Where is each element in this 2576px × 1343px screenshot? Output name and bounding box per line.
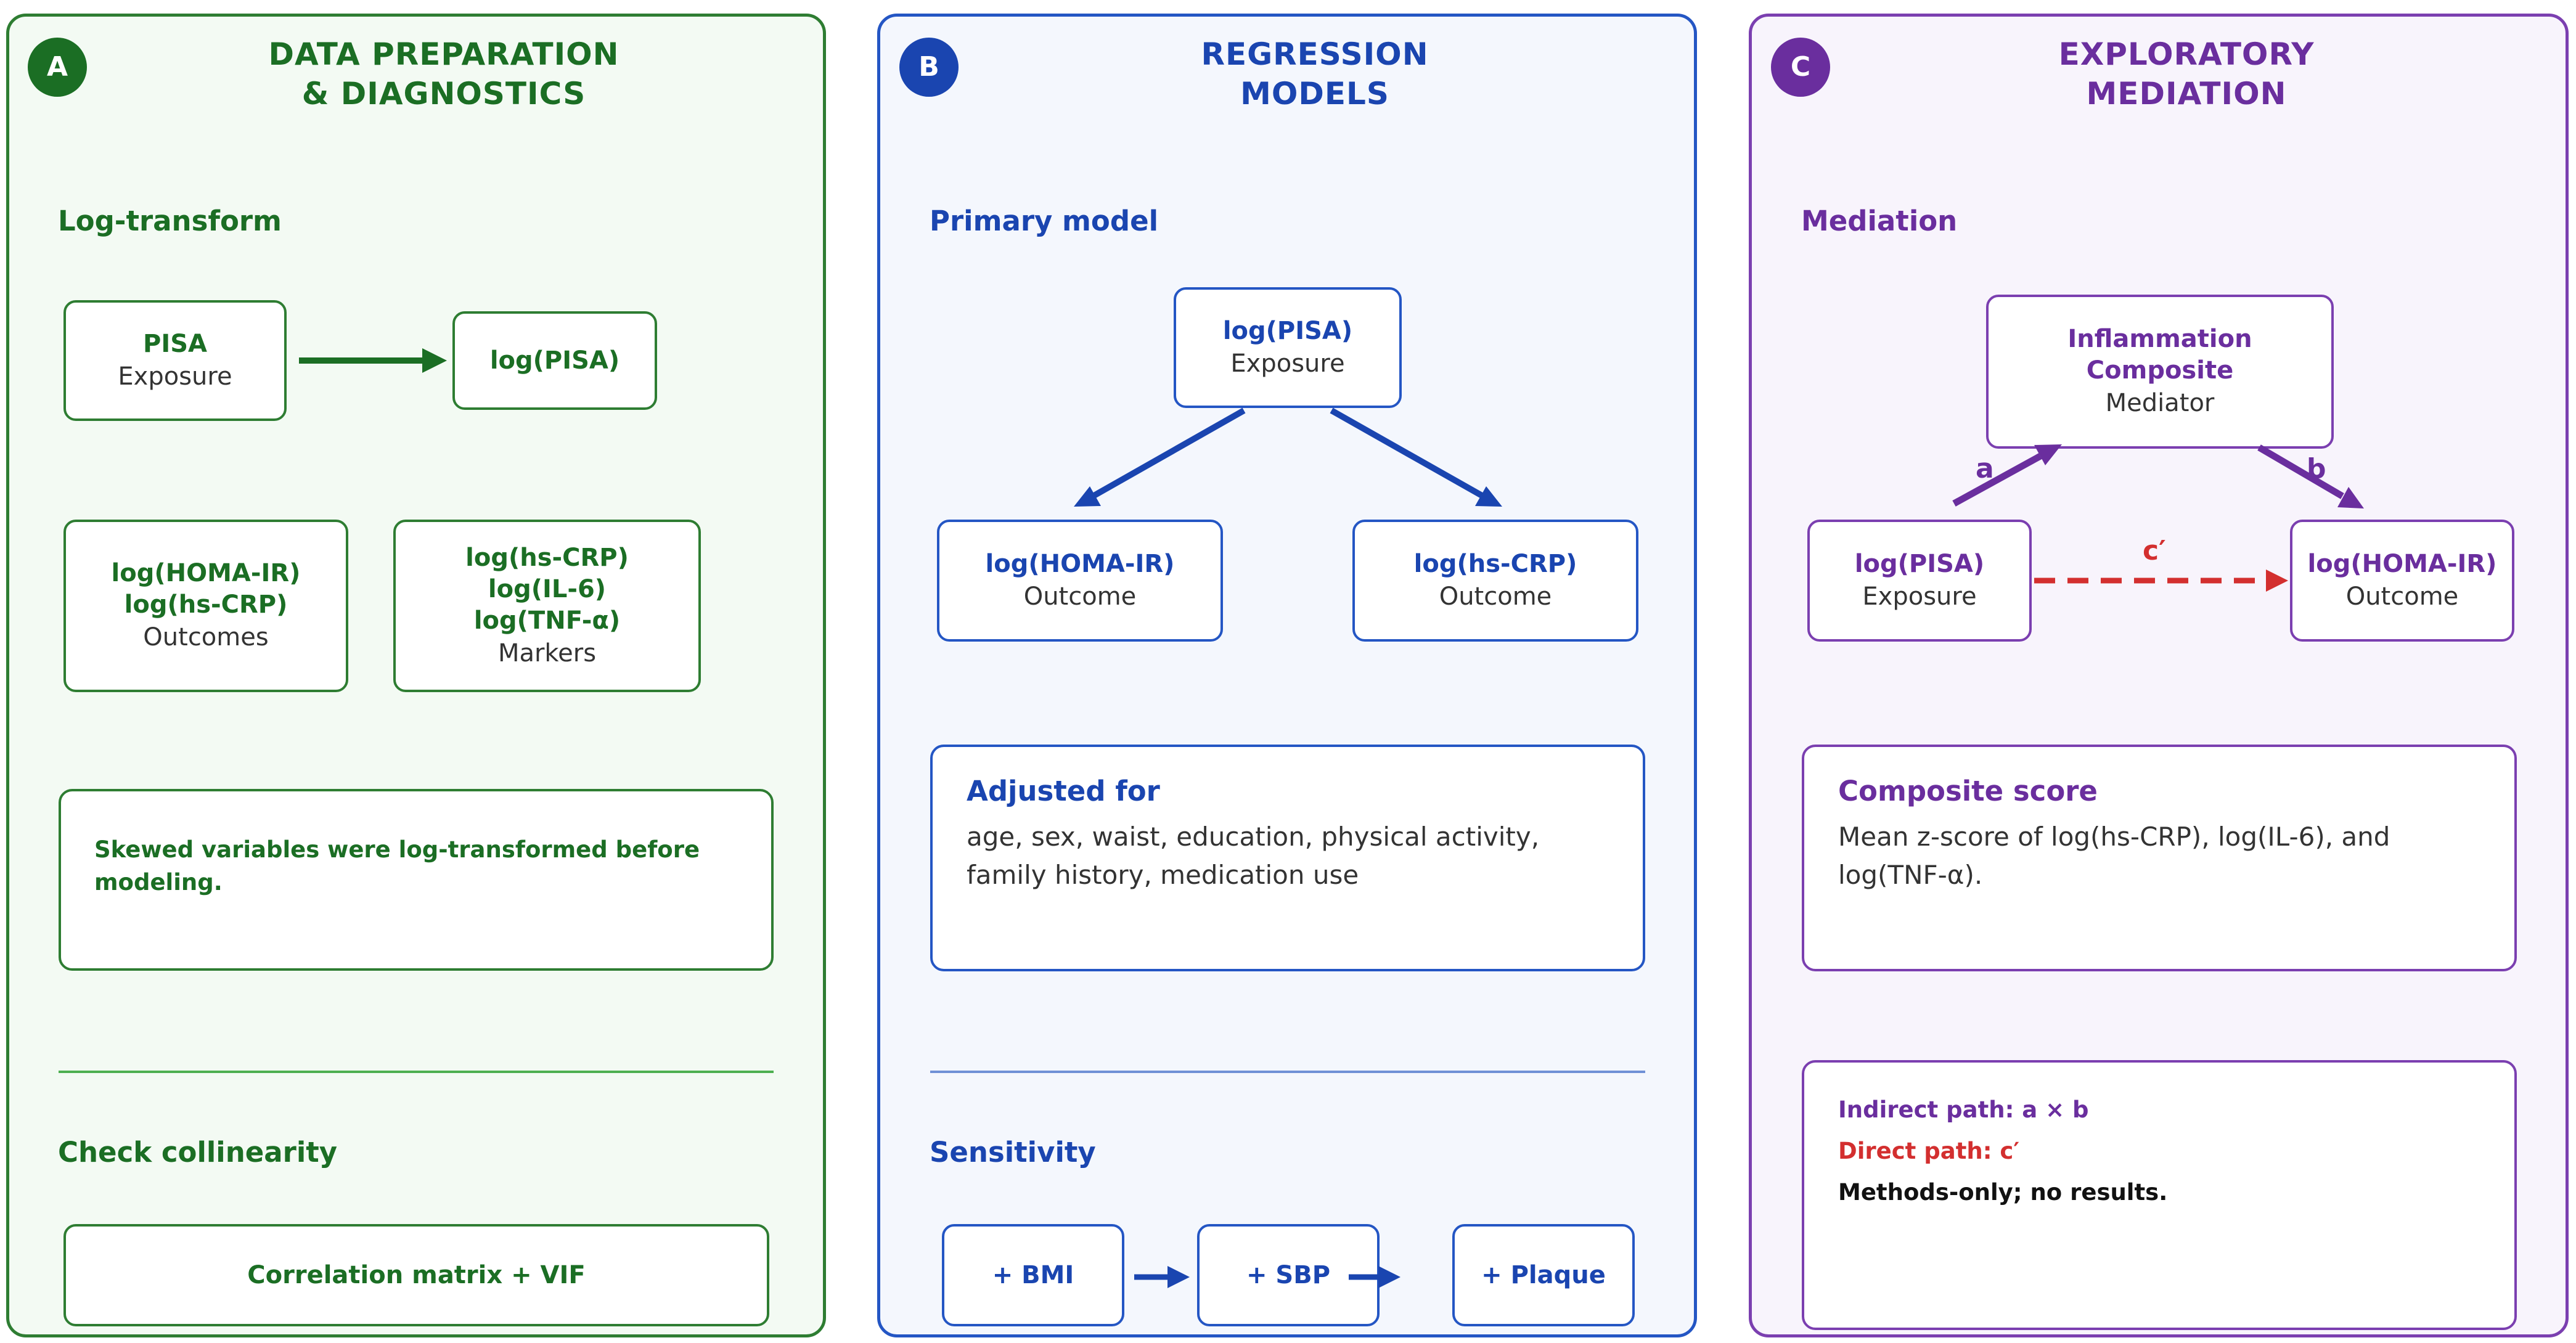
mediation-outcome-subtitle: Outcome <box>2345 582 2459 611</box>
sensitivity-bmi-box: + BMI <box>942 1224 1124 1326</box>
arrow-exposure-to-homa <box>1074 407 1246 507</box>
mediator-box-subtitle: Mediator <box>2105 389 2215 417</box>
mediator-box-line1: Inflammation <box>2067 325 2252 353</box>
mediation-exposure-title: log(PISA) <box>1854 549 1985 578</box>
arrow-path-b <box>2257 444 2364 508</box>
log-transform-note: Skewed variables were log-transformed be… <box>94 836 700 896</box>
primary-exposure-subtitle: Exposure <box>1230 349 1345 378</box>
panel-a-title-line2: & DIAGNOSTICS <box>301 76 586 112</box>
panel-b-title-line2: MODELS <box>1240 76 1389 112</box>
panel-a-title: DATA PREPARATION & DIAGNOSTICS <box>197 35 690 113</box>
panel-b-section-sensitivity: Sensitivity <box>930 1136 1096 1169</box>
primary-outcome-homa-box: log(HOMA-IR) Outcome <box>937 520 1223 642</box>
outcomes-box-subtitle: Outcomes <box>143 623 269 651</box>
composite-score-heading: Composite score <box>1838 775 2098 807</box>
mediator-box-line2: Composite <box>2086 356 2234 385</box>
pisa-box: PISA Exposure <box>63 300 287 421</box>
panel-c-title: EXPLORATORY MEDIATION <box>1940 35 2433 113</box>
panel-b-divider <box>930 1071 1645 1073</box>
adjusted-for-box: Adjusted for age, sex, waist, education,… <box>930 745 1645 971</box>
panel-a-divider <box>59 1071 774 1073</box>
outcomes-box: log(HOMA-IR) log(hs-CRP) Outcomes <box>63 520 348 692</box>
sensitivity-plaque-label: + Plaque <box>1481 1260 1606 1289</box>
mediator-box: Inflammation Composite Mediator <box>1986 295 2334 449</box>
panel-a-badge: A <box>28 38 87 97</box>
composite-score-text: Mean z-score of log(hs-CRP), log(IL-6), … <box>1838 822 2390 890</box>
collinearity-box-label: Correlation matrix + VIF <box>247 1260 586 1289</box>
markers-box-subtitle: Markers <box>497 639 597 667</box>
path-c-prime-label: c′ <box>2143 535 2166 566</box>
methods-only-note: Methods-only; no results. <box>1838 1179 2168 1206</box>
pisa-box-title: PISA <box>143 329 207 358</box>
arrow-path-c-prime <box>2034 569 2288 592</box>
outcomes-box-line2: log(hs-CRP) <box>124 590 288 619</box>
panel-c-section-mediation: Mediation <box>1801 205 1958 237</box>
arrow-path-a <box>1952 444 2062 507</box>
indirect-path-note: Indirect path: a × b <box>1838 1096 2089 1123</box>
panel-b-section-primary-model: Primary model <box>930 205 1159 237</box>
pisa-box-subtitle: Exposure <box>118 362 232 391</box>
mediation-outcome-box: log(HOMA-IR) Outcome <box>2290 520 2514 642</box>
logpisa-box: log(PISA) <box>452 311 657 410</box>
collinearity-box: Correlation matrix + VIF <box>63 1224 769 1326</box>
panel-b-title: REGRESSION MODELS <box>1068 35 1561 113</box>
primary-outcome-homa-subtitle: Outcome <box>1023 582 1137 611</box>
mediation-exposure-box: log(PISA) Exposure <box>1807 520 2032 642</box>
mediation-outcome-title: log(HOMA-IR) <box>2307 549 2497 578</box>
panel-a-title-line1: DATA PREPARATION <box>268 36 619 72</box>
primary-exposure-title: log(PISA) <box>1222 316 1353 345</box>
primary-exposure-box: log(PISA) Exposure <box>1174 287 1402 408</box>
sensitivity-plaque-box: + Plaque <box>1452 1224 1635 1326</box>
arrow-bmi-to-sbp <box>1134 1266 1190 1288</box>
primary-outcome-crp-title: log(hs-CRP) <box>1413 549 1577 578</box>
markers-box-line3: log(TNF-α) <box>473 606 621 635</box>
adjusted-for-heading: Adjusted for <box>967 775 1160 807</box>
adjusted-for-text: age, sex, waist, education, physical act… <box>967 822 1540 890</box>
panel-a-section-collinearity: Check collinearity <box>58 1136 338 1169</box>
panel-c-title-line2: MEDIATION <box>2086 76 2287 112</box>
logpisa-box-title: log(PISA) <box>489 346 620 375</box>
arrow-sbp-to-plaque <box>1349 1266 1400 1288</box>
mediation-exposure-subtitle: Exposure <box>1862 582 1977 611</box>
panel-c-title-line1: EXPLORATORY <box>2058 36 2315 72</box>
panel-b <box>877 14 1697 1337</box>
path-a-label: a <box>1976 453 1994 484</box>
primary-outcome-crp-box: log(hs-CRP) Outcome <box>1352 520 1638 642</box>
outcomes-box-line1: log(HOMA-IR) <box>111 559 301 587</box>
primary-outcome-crp-subtitle: Outcome <box>1439 582 1552 611</box>
sensitivity-bmi-label: + BMI <box>992 1260 1074 1289</box>
markers-box-line1: log(hs-CRP) <box>465 543 629 572</box>
direct-path-note: Direct path: c′ <box>1838 1138 2020 1164</box>
composite-score-box: Composite score Mean z-score of log(hs-C… <box>1802 745 2517 971</box>
panel-a-section-log-transform: Log-transform <box>58 205 282 237</box>
arrow-pisa-to-logpisa <box>299 348 447 373</box>
sensitivity-sbp-label: + SBP <box>1246 1260 1331 1289</box>
panel-b-badge: B <box>899 38 959 97</box>
path-notes-box: Indirect path: a × b Direct path: c′ Met… <box>1802 1060 2517 1330</box>
arrow-exposure-to-crp <box>1330 407 1502 507</box>
markers-box: log(hs-CRP) log(IL-6) log(TNF-α) Markers <box>393 520 701 692</box>
markers-box-line2: log(IL-6) <box>488 574 607 603</box>
log-transform-note-box: Skewed variables were log-transformed be… <box>59 789 774 971</box>
primary-outcome-homa-title: log(HOMA-IR) <box>985 549 1175 578</box>
panel-c-badge: C <box>1771 38 1830 97</box>
panel-b-title-line1: REGRESSION <box>1201 36 1429 72</box>
